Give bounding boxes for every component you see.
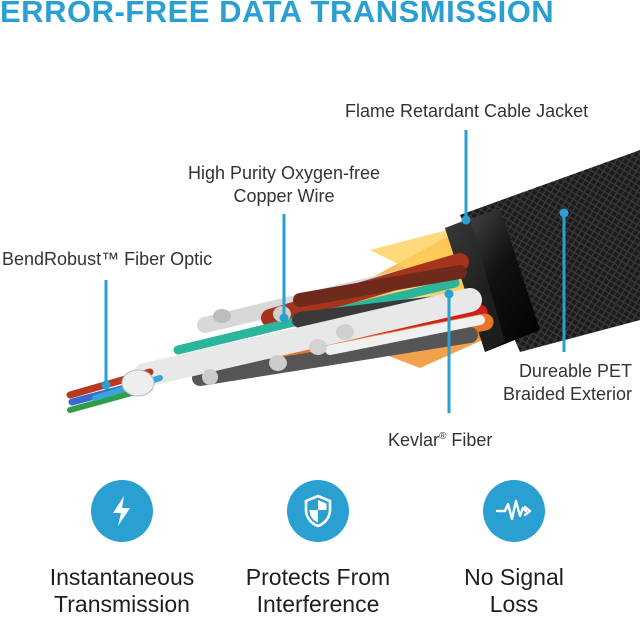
lightning-bolt-icon (91, 480, 153, 542)
registered-mark: ® (439, 431, 447, 442)
feature-interference-label: Protects From Interference (228, 564, 408, 618)
pet-braid-label-line2: Braided Exterior (502, 384, 632, 404)
feature-interference-line1: Protects From (245, 564, 391, 590)
kevlar-label-text: Kevlar (388, 430, 440, 450)
copper-wire-label: High Purity Oxygen-free Copper Wire (170, 162, 398, 208)
headline: ERROR-FREE DATA TRANSMISSION (0, 0, 555, 29)
jacket-label: Flame Retardant Cable Jacket (345, 101, 589, 121)
cable-illustration (66, 130, 640, 413)
shield-icon (287, 480, 349, 542)
fiber-optic-strands (66, 368, 163, 413)
copper-wire-label-line2: Copper Wire (233, 186, 335, 206)
copper-wire-label-line1: High Purity Oxygen-free (187, 163, 381, 183)
signal-wave-icon (483, 480, 545, 542)
kevlar-label: Kevlar® Fiber (388, 425, 492, 452)
feature-interference-line2: Interference (256, 591, 380, 617)
feature-instantaneous-line2: Transmission (54, 591, 190, 617)
fiber-optic-label: BendRobust™ Fiber Optic (2, 249, 213, 269)
kevlar-label-suffix: Fiber (446, 430, 493, 450)
feature-no-signal-loss-label: No Signal Loss (424, 564, 604, 618)
copper-wires (133, 253, 494, 387)
feature-no-signal-loss-line1: No Signal (464, 564, 564, 590)
leader-lines (101, 130, 569, 413)
feature-instantaneous-line1: Instantaneous (49, 564, 195, 590)
pet-braid-label-line1: Dureable PET (518, 361, 632, 381)
feature-instantaneous: Instantaneous Transmission (32, 480, 212, 618)
pet-braid-label: Dureable PET Braided Exterior (460, 360, 632, 406)
feature-no-signal-loss: No Signal Loss (424, 480, 604, 618)
feature-interference: Protects From Interference (228, 480, 408, 618)
feature-no-signal-loss-line2: Loss (489, 591, 539, 617)
feature-instantaneous-label: Instantaneous Transmission (32, 564, 212, 618)
